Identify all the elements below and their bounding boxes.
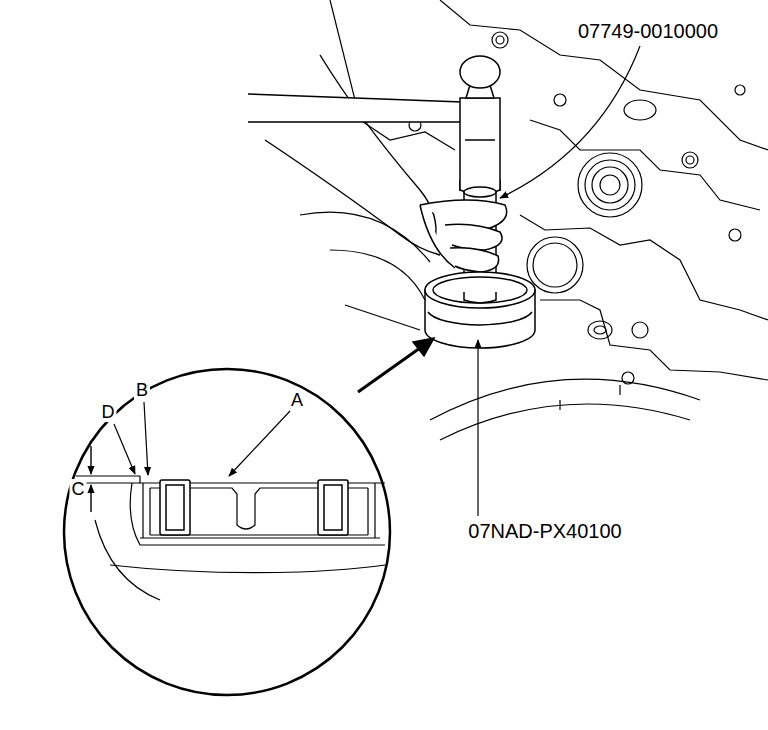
roller: [318, 480, 348, 535]
leader-line: [229, 411, 290, 476]
detail-section: [76, 476, 385, 600]
transmission-housing: [330, 0, 455, 150]
transmission-housing: [560, 385, 620, 410]
transmission-housing: [729, 229, 741, 241]
driver-attachment: [425, 272, 535, 348]
callout-letter: C: [70, 479, 87, 499]
hand: [450, 248, 499, 272]
transmission-housing: [622, 372, 634, 384]
arm-sleeve: [265, 55, 440, 255]
transmission-housing: [624, 100, 656, 120]
arm-sleeve: [265, 140, 440, 255]
callout-arrow: [358, 348, 420, 392]
roller: [160, 480, 190, 535]
leader-line: [144, 402, 148, 475]
transmission-housing: [300, 212, 430, 262]
hand: [420, 205, 455, 268]
roller: [324, 485, 342, 530]
detail-section: [76, 475, 140, 476]
hammer: [460, 56, 500, 88]
transmission-housing: [345, 305, 420, 330]
transmission-housing: [492, 32, 508, 48]
driver-handle: [464, 187, 496, 197]
transmission-housing: [632, 322, 648, 338]
transmission-housing: [686, 156, 694, 164]
hammer: [248, 56, 500, 194]
transmission-housing: [430, 379, 700, 420]
leader-line: [114, 424, 135, 474]
transmission-housing: [540, 300, 768, 380]
detail-circle: [64, 369, 390, 695]
transmission-housing: [682, 152, 698, 168]
detail-section: [143, 483, 375, 538]
transmission-housing: [554, 94, 566, 106]
detail-section: [140, 537, 380, 538]
callout-arrow: [358, 338, 434, 392]
dimension-arrow: [90, 446, 91, 474]
transmission-housing: [533, 243, 577, 287]
transmission-housing: [594, 326, 606, 334]
hammer: [460, 98, 500, 190]
callout-letter: B: [134, 380, 150, 400]
transmission-housing: [600, 175, 620, 195]
transmission-housing: [330, 250, 425, 300]
tool-number: 07749-0010000: [576, 20, 720, 42]
driver-attachment: [425, 272, 535, 308]
transmission-housing: [588, 321, 612, 339]
transmission-housing: [592, 167, 628, 203]
transmission-housing: [735, 85, 745, 95]
hand: [445, 224, 502, 250]
detail-section: [95, 520, 160, 600]
roller: [160, 480, 348, 535]
driver-attachment: [433, 277, 527, 303]
roller: [166, 485, 184, 530]
leader-line: [500, 46, 640, 198]
dimension-arrow: [90, 485, 91, 512]
transmission-housing: [585, 160, 635, 210]
callout-letter: A: [289, 390, 305, 410]
transmission-housing: [530, 120, 760, 210]
detail-section: [110, 565, 385, 573]
leader-line: [477, 340, 478, 516]
driver-attachment: [464, 292, 496, 303]
transmission-housing: [300, 0, 768, 440]
transmission-housing: [578, 153, 642, 217]
driver-attachment: [428, 312, 532, 325]
transmission-housing: [496, 36, 504, 44]
detail-circle: [64, 369, 390, 695]
transmission-housing: [527, 237, 583, 293]
hand: [420, 200, 507, 272]
tool-number: 07NAD-PX40100: [466, 520, 623, 542]
transmission-housing: [520, 215, 768, 320]
hammer: [248, 94, 462, 122]
dimension-arrow: [90, 446, 91, 512]
leader-line: [114, 46, 640, 516]
hammer: [465, 139, 495, 141]
callout-arrow: [413, 338, 434, 356]
callout-letter: D: [100, 402, 117, 422]
arm-sleeve: [320, 55, 436, 240]
